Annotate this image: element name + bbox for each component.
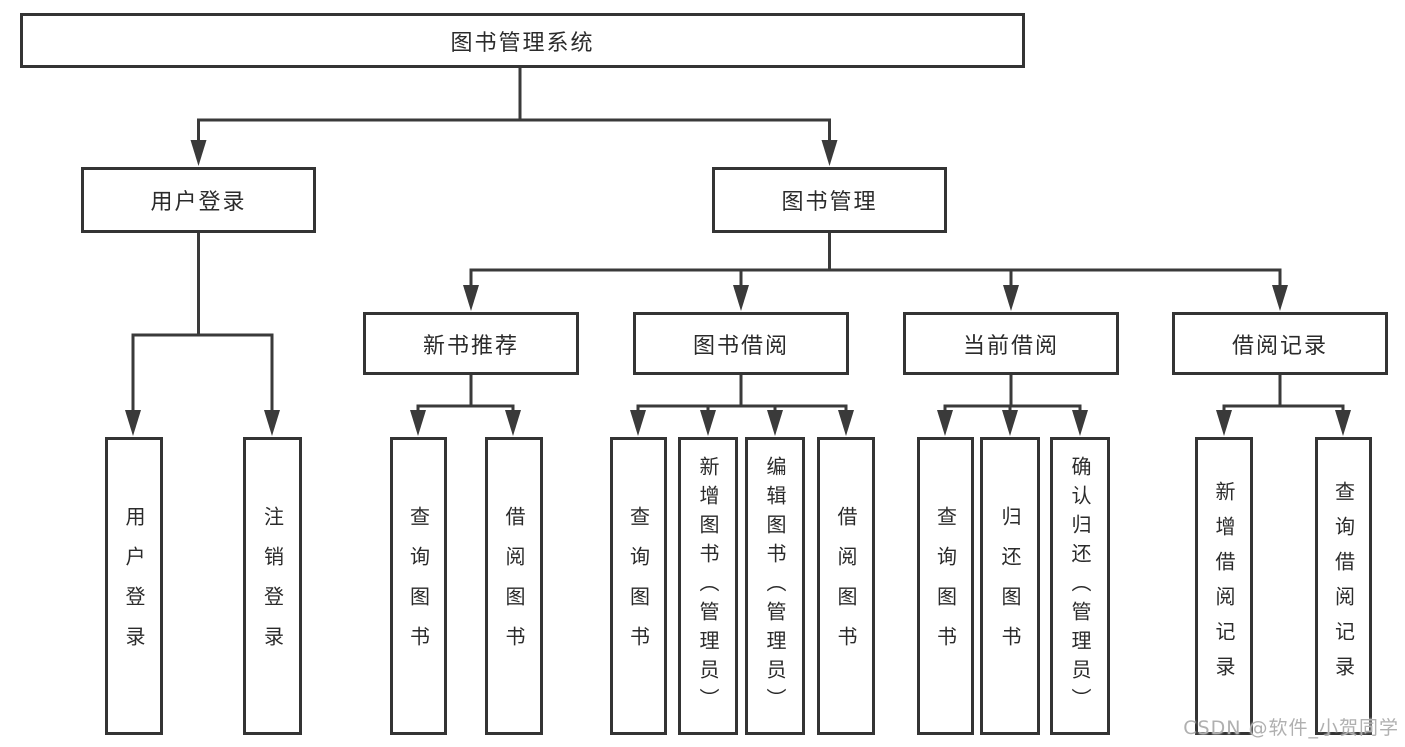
leaf-edit-book-admin: 编辑图书（管理员） — [745, 437, 805, 735]
leaf-borrow-books-recommend: 借阅图书 — [485, 437, 543, 735]
leaf-borrow-books-recommend-label: 借阅图书 — [502, 506, 526, 666]
leaf-add-book-admin-label: 新增图书（管理员） — [696, 455, 720, 717]
node-library-system: 图书管理系统 — [20, 13, 1025, 68]
node-borrow-records-label: 借阅记录 — [1231, 333, 1328, 359]
leaf-add-borrow-record-label: 新增借阅记录 — [1212, 481, 1236, 691]
leaf-add-book-admin: 新增图书（管理员） — [678, 437, 738, 735]
leaf-user-login-label: 用户登录 — [122, 506, 146, 666]
node-current-borrow-label: 当前借阅 — [962, 333, 1059, 359]
leaf-query-books-current-label: 查询图书 — [933, 506, 958, 666]
leaf-confirm-return-admin-label: 确认归还（管理员） — [1068, 455, 1092, 717]
leaf-query-books-recommend: 查询图书 — [390, 437, 447, 735]
node-borrow-records: 借阅记录 — [1172, 312, 1388, 375]
node-library-system-label: 图书管理系统 — [450, 30, 595, 56]
node-book-borrow-label: 图书借阅 — [692, 333, 789, 359]
leaf-return-books: 归还图书 — [980, 437, 1040, 735]
leaf-logout-label: 注销登录 — [260, 506, 285, 666]
leaf-query-books-borrow-label: 查询图书 — [626, 506, 651, 666]
node-book-borrow: 图书借阅 — [633, 312, 849, 375]
leaf-add-borrow-record: 新增借阅记录 — [1195, 437, 1253, 735]
leaf-query-borrow-record-label: 查询借阅记录 — [1331, 481, 1356, 691]
leaf-query-borrow-record: 查询借阅记录 — [1315, 437, 1372, 735]
leaf-logout: 注销登录 — [243, 437, 302, 735]
leaf-query-books-borrow: 查询图书 — [610, 437, 667, 735]
node-book-management: 图书管理 — [712, 167, 947, 233]
leaf-borrow-books: 借阅图书 — [817, 437, 875, 735]
leaf-return-books-label: 归还图书 — [998, 506, 1022, 666]
node-book-management-label: 图书管理 — [781, 190, 878, 215]
leaf-edit-book-admin-label: 编辑图书（管理员） — [763, 455, 787, 717]
node-current-borrow: 当前借阅 — [903, 312, 1119, 375]
leaf-confirm-return-admin: 确认归还（管理员） — [1050, 437, 1110, 735]
node-new-book-recommend-label: 新书推荐 — [422, 333, 519, 359]
node-user-login-branch: 用户登录 — [81, 167, 316, 233]
csdn-watermark: CSDN @软件_小贺同学 — [1183, 717, 1399, 739]
leaf-user-login: 用户登录 — [105, 437, 163, 735]
node-user-login-branch-label: 用户登录 — [150, 190, 247, 215]
leaf-borrow-books-label: 借阅图书 — [834, 506, 858, 666]
node-new-book-recommend: 新书推荐 — [363, 312, 579, 375]
leaf-query-books-current: 查询图书 — [917, 437, 974, 735]
leaf-query-books-recommend-label: 查询图书 — [406, 506, 431, 666]
